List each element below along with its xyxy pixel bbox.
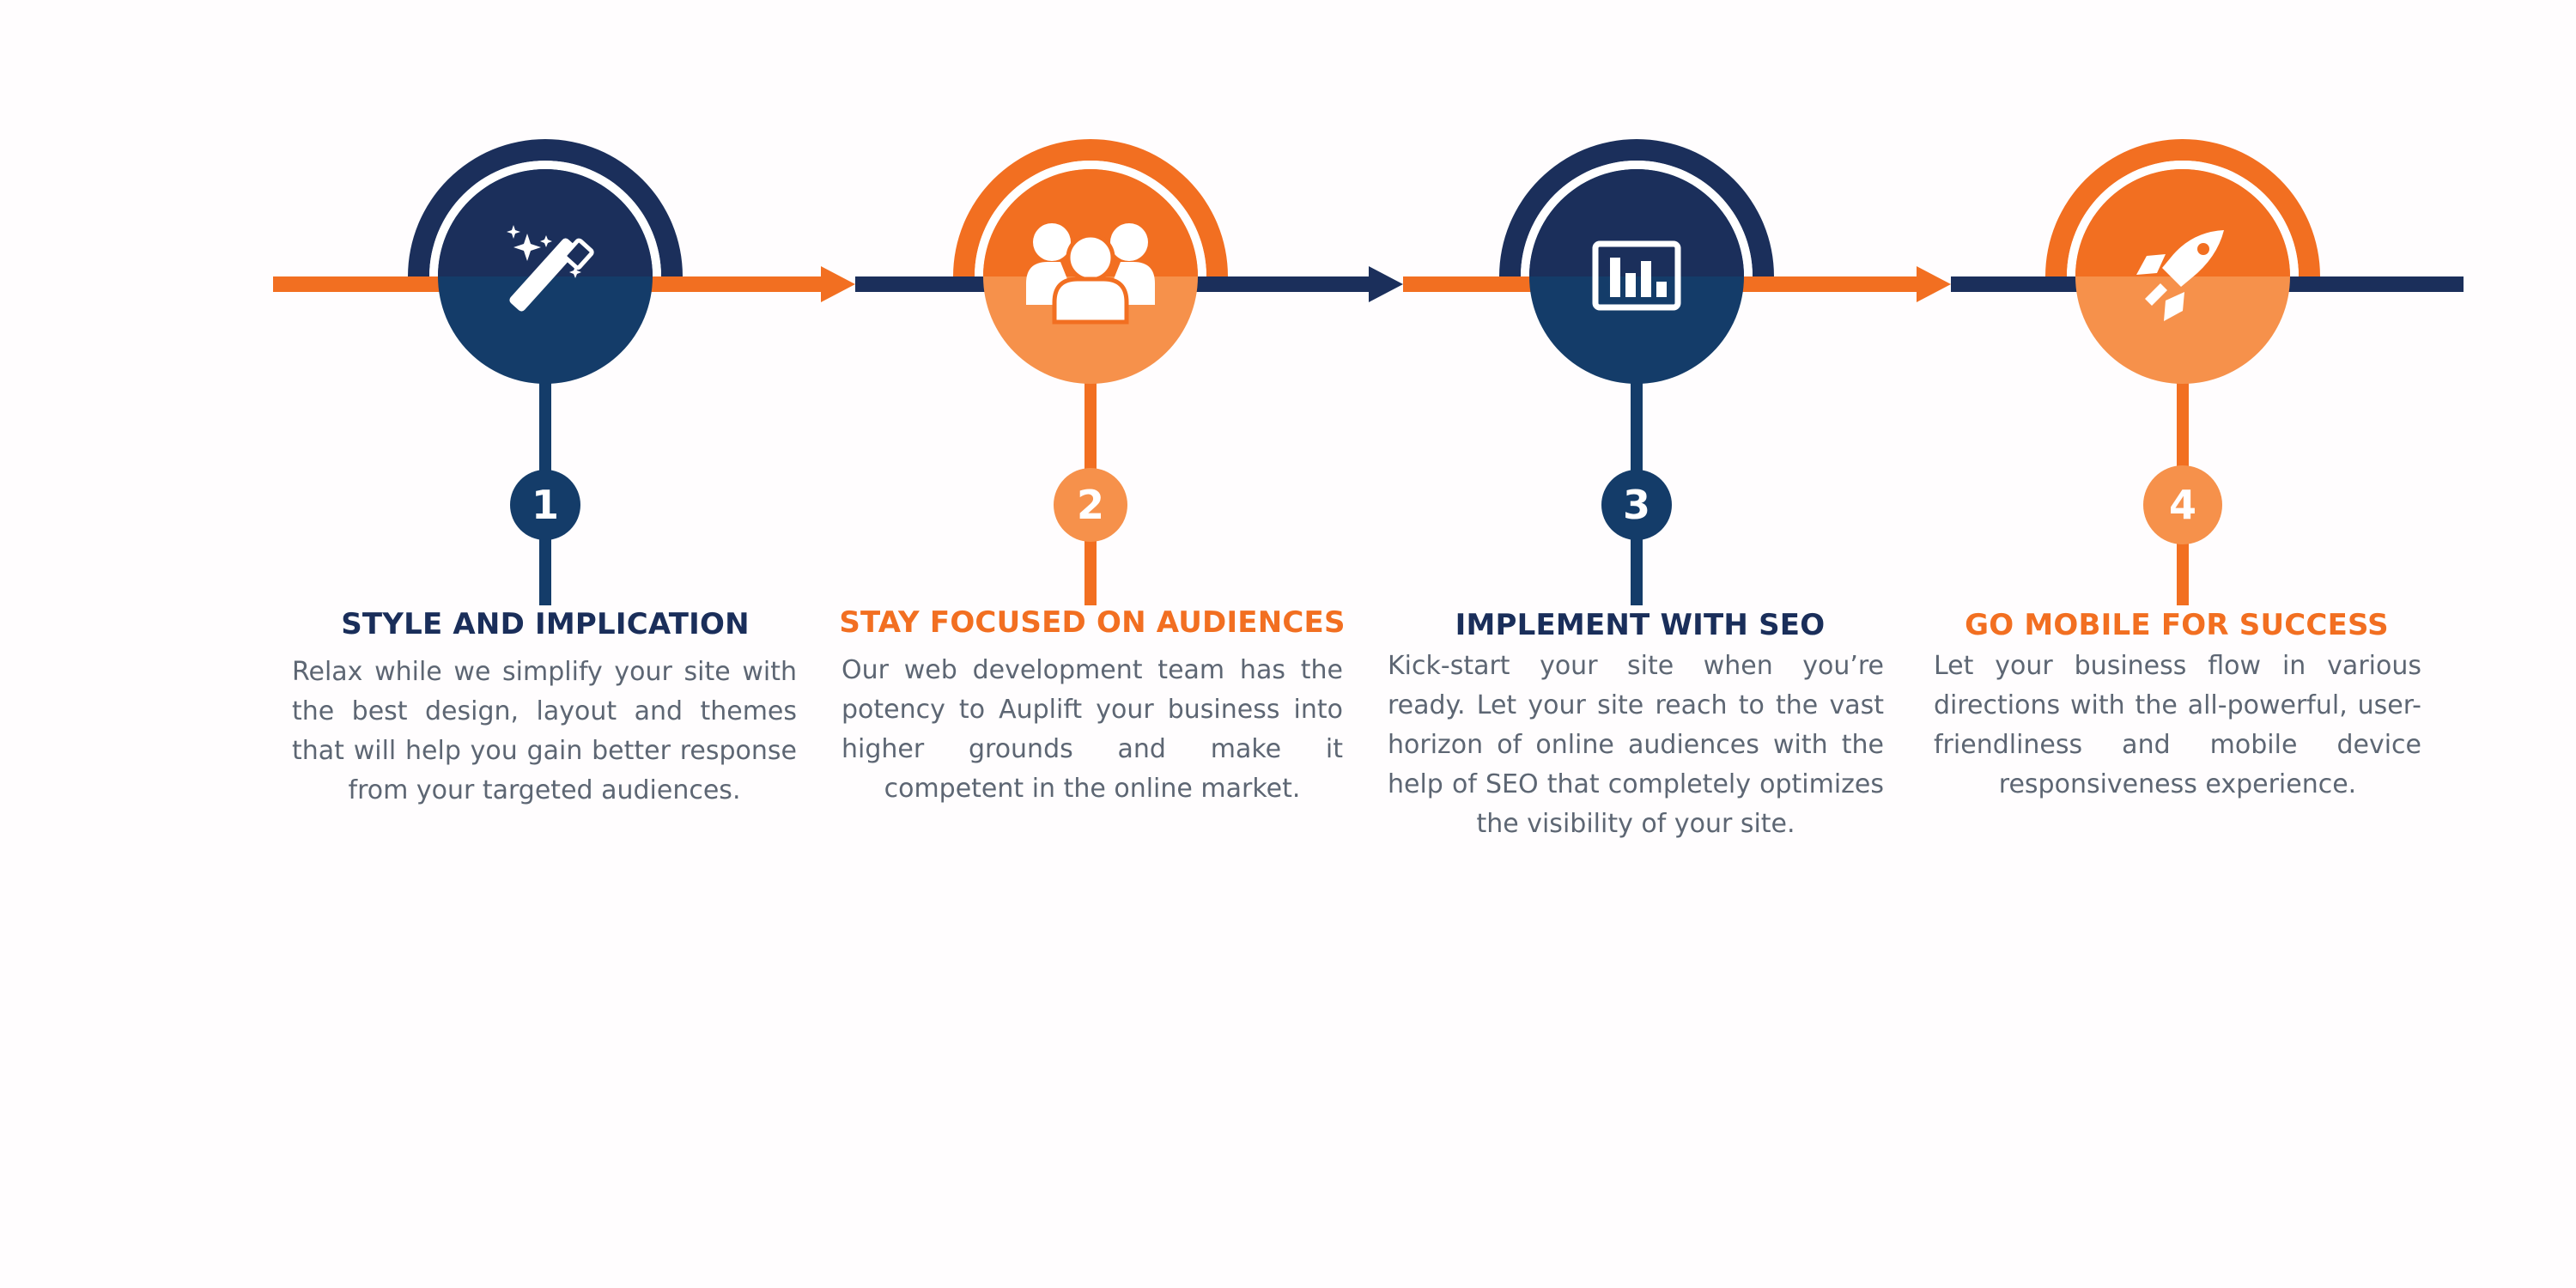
step-1-outer-arc [408, 139, 683, 276]
step-2-title: STAY FOCUSED ON AUDIENCES [839, 605, 1346, 640]
step-3-title: IMPLEMENT WITH SEO [1455, 608, 1826, 642]
step-4-circle-top [2075, 169, 2290, 276]
step-4-title: GO MOBILE FOR SUCCESS [1965, 608, 2389, 642]
step-1-badge [510, 470, 580, 540]
step-3-badge [1601, 470, 1672, 540]
step-2-outer-arc [953, 139, 1228, 276]
step-4-description: Let your business flow in various direct… [1934, 651, 2421, 799]
step-4-badge [2143, 465, 2222, 544]
step-1-number: 1 [532, 482, 559, 528]
step-4-node: 4 [2045, 139, 2320, 605]
step-3-number: 3 [1623, 482, 1650, 528]
step-1-description: Relax while we simplify your site with t… [292, 657, 797, 805]
step-3-circle-top [1529, 169, 1744, 276]
step-2-badge [1054, 468, 1127, 542]
bar-chart-icon [1592, 240, 1681, 311]
step-2-description: Our web development team has the potency… [841, 655, 1343, 804]
connector-arrow-3 [1917, 266, 1951, 302]
step-3-node: 3 [1499, 139, 1774, 605]
step-1-title: STYLE AND IMPLICATION [341, 607, 750, 641]
rocket-icon [2136, 230, 2224, 321]
step-1-node: 1 [408, 139, 683, 605]
magic-wand-icon [507, 225, 594, 312]
step-3-outer-arc [1499, 139, 1774, 276]
step-4-number: 4 [2169, 482, 2196, 528]
step-2-node: 2 [953, 139, 1228, 605]
users-group-icon [1026, 223, 1155, 325]
step-2-number: 2 [1077, 482, 1104, 528]
connector-arrow-2 [1369, 266, 1403, 302]
step-1-circle-top [438, 169, 653, 276]
step-3-description: Kick-start your site when you’re ready. … [1388, 651, 1884, 839]
step-4-outer-arc [2045, 139, 2320, 276]
connector-arrow-1 [821, 266, 855, 302]
